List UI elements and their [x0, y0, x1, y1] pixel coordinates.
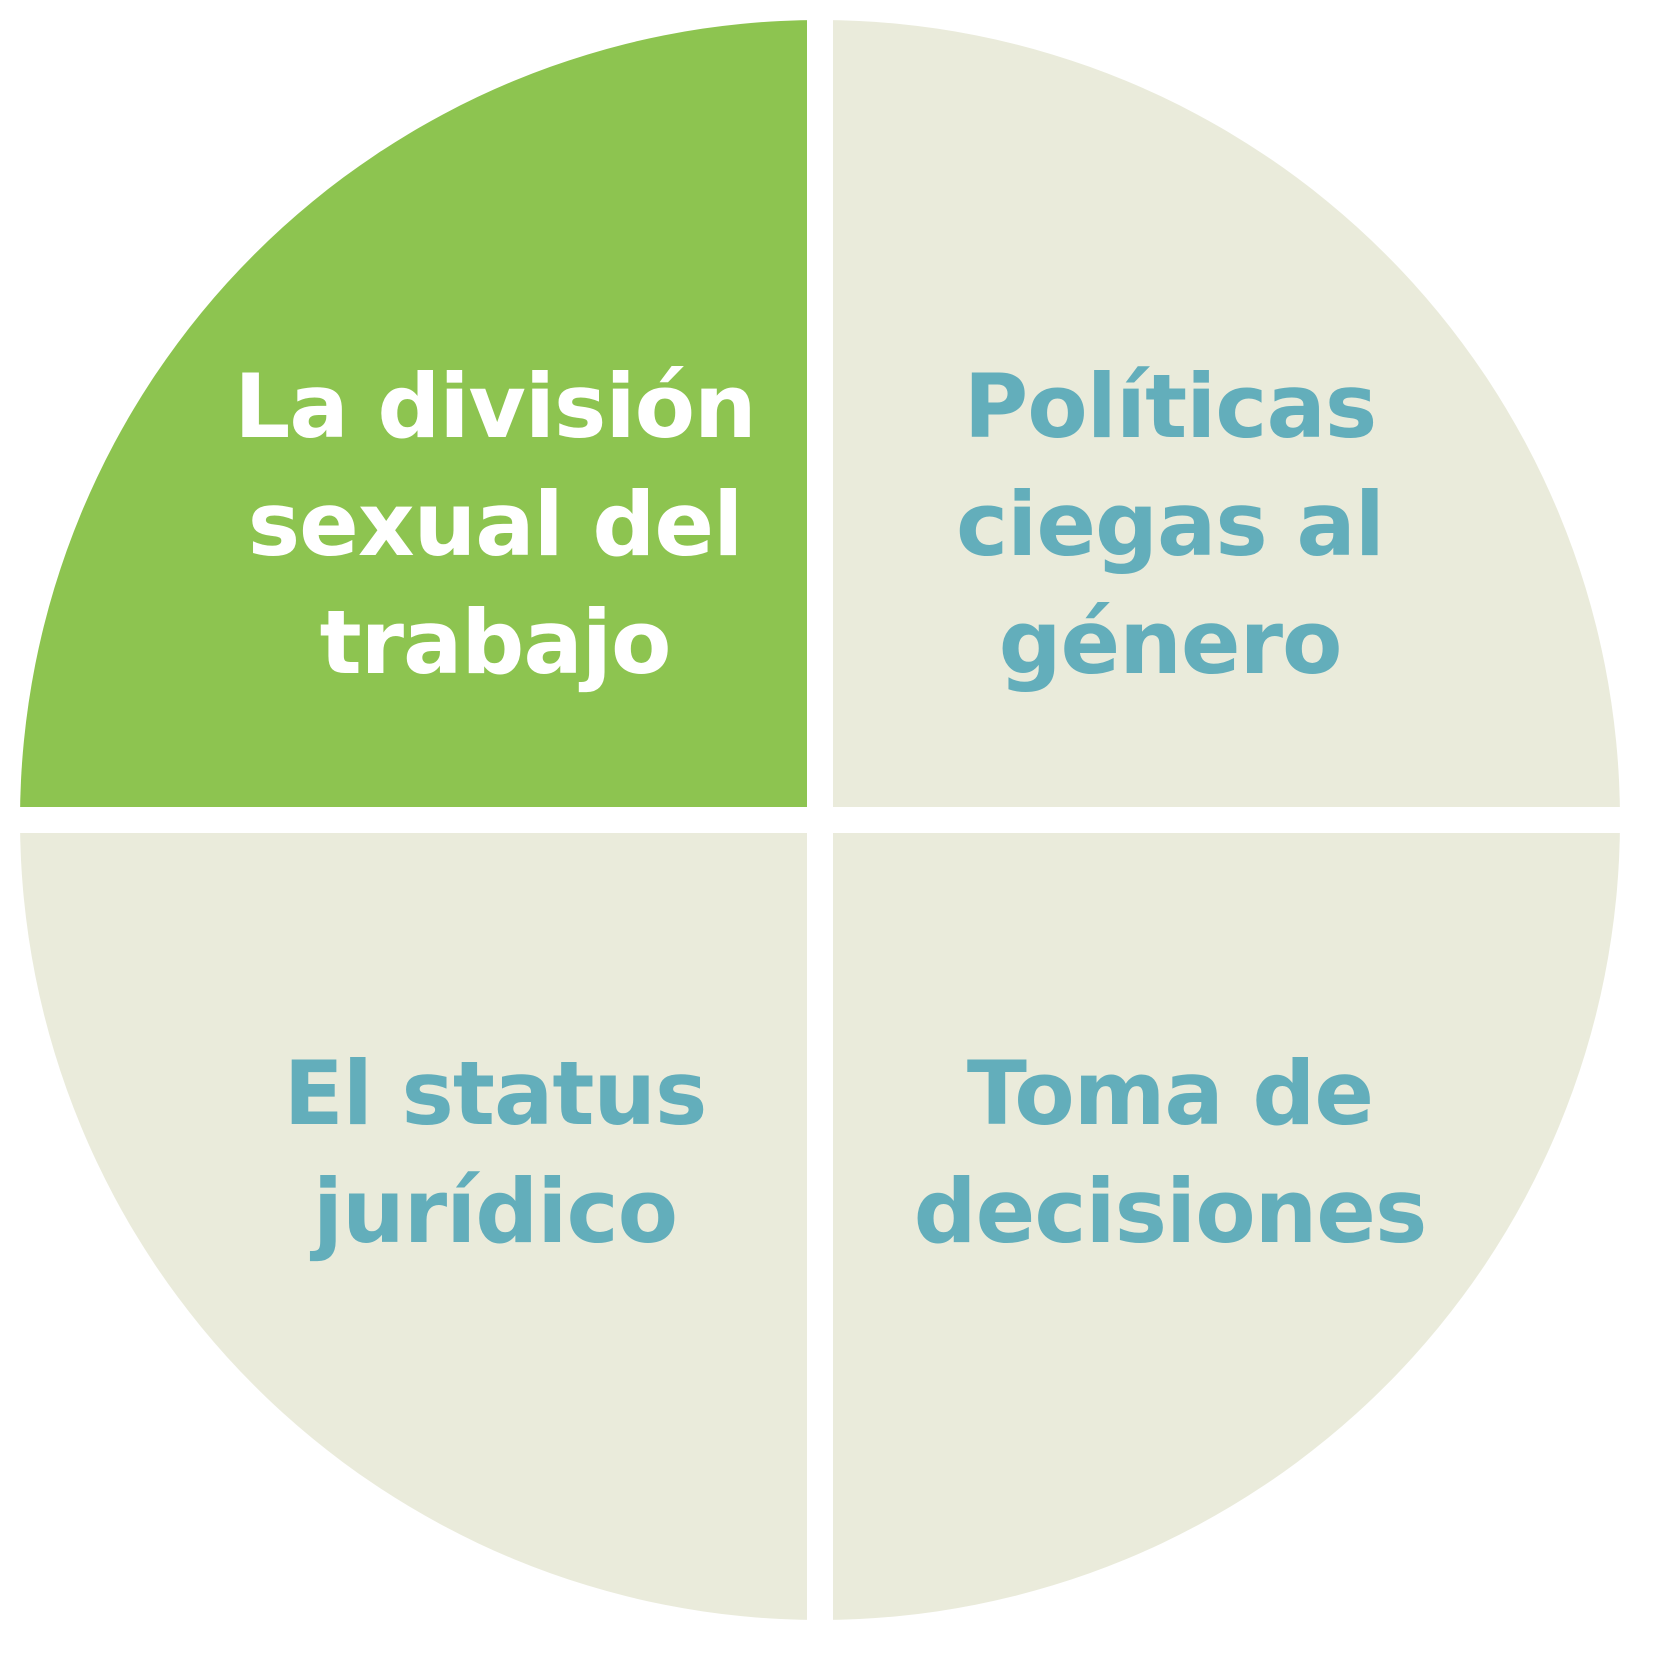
- quadrant-label-top-right: Políticas ciegas al género: [895, 348, 1445, 702]
- label-line: sexual del: [247, 473, 744, 576]
- label-line: Toma de: [966, 1042, 1374, 1145]
- quadrant-label-bottom-right: Toma de decisiones: [895, 1035, 1445, 1271]
- horizontal-divider: [0, 807, 1667, 833]
- label-line: El status: [283, 1042, 708, 1145]
- label-line: decisiones: [913, 1160, 1428, 1263]
- label-line: La división: [234, 355, 756, 458]
- label-line: ciegas al: [956, 473, 1385, 576]
- label-line: jurídico: [312, 1160, 678, 1263]
- quadrant-bottom-left: [20, 820, 820, 1620]
- label-line: trabajo: [319, 591, 672, 694]
- quadrant-label-top-left: La división sexual del trabajo: [220, 348, 770, 702]
- quadrant-top-left: [20, 20, 820, 820]
- vertical-divider: [807, 0, 833, 1667]
- quadrant-label-bottom-left: El status jurídico: [220, 1035, 770, 1271]
- label-line: género: [998, 591, 1343, 694]
- quadrant-top-right: [820, 20, 1620, 820]
- label-line: Políticas: [963, 355, 1377, 458]
- quadrant-bottom-right: [820, 820, 1620, 1620]
